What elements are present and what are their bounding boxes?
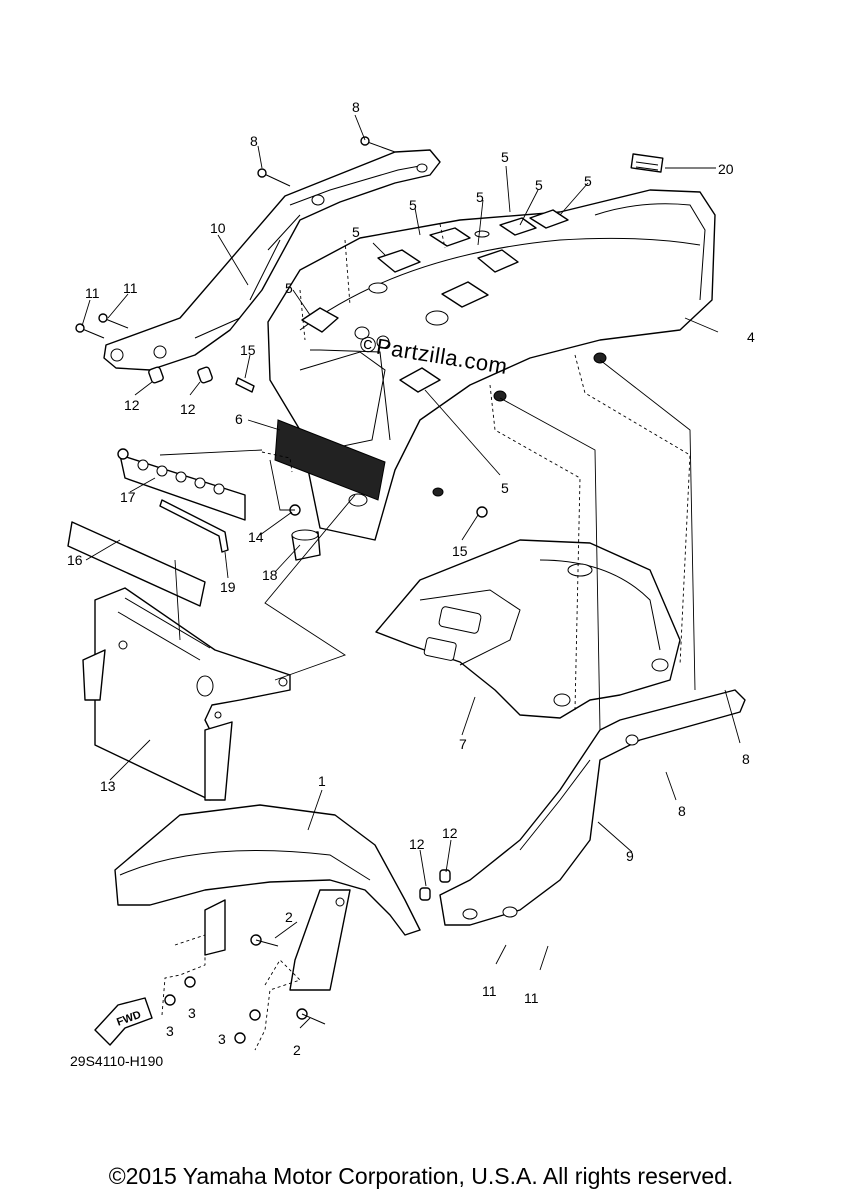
callout-9: 9 xyxy=(626,848,634,864)
front-fender-part-1 xyxy=(114,804,421,991)
callout-19: 19 xyxy=(220,579,236,595)
callout-8c: 8 xyxy=(742,751,750,767)
pads-part-5 xyxy=(301,209,569,393)
callout-4: 4 xyxy=(747,329,755,345)
callout-20: 20 xyxy=(718,161,734,177)
callout-7: 7 xyxy=(459,736,467,752)
callout-2a: 2 xyxy=(285,909,293,925)
callout-8d: 8 xyxy=(678,803,686,819)
callout-11d: 11 xyxy=(524,990,539,1006)
fittings-parts-14-15-18 xyxy=(235,377,488,561)
callout-1: 1 xyxy=(318,773,326,789)
callout-12d: 12 xyxy=(442,825,458,841)
grab-bar-part-10 xyxy=(103,149,441,384)
callout-13: 13 xyxy=(100,778,116,794)
assembly-guide-lines xyxy=(159,223,696,731)
callout-12c: 12 xyxy=(409,836,425,852)
callout-5d: 5 xyxy=(584,173,592,189)
callout-11c: 11 xyxy=(482,983,497,999)
callout-5a: 5 xyxy=(501,149,509,165)
bracket-part-17 xyxy=(117,448,246,521)
callout-8b: 8 xyxy=(250,133,258,149)
callout-16: 16 xyxy=(67,552,83,568)
callout-18: 18 xyxy=(262,567,278,583)
plate-bracket-part-13 xyxy=(82,587,291,801)
callout-5b: 5 xyxy=(476,189,484,205)
copyright-notice: ©2015 Yamaha Motor Corporation, U.S.A. A… xyxy=(108,1163,734,1189)
callout-numbers: 1 2 2 3 3 3 4 5 5 5 5 5 5 5 5 6 7 8 8 8 … xyxy=(67,99,755,1058)
callout-5e: 5 xyxy=(409,197,417,213)
callout-12a: 12 xyxy=(124,397,140,413)
strip-part-16 xyxy=(67,521,206,607)
callout-5g: 5 xyxy=(285,280,293,296)
callout-3b: 3 xyxy=(218,1031,226,1047)
callout-leaders xyxy=(81,114,741,1029)
callout-14: 14 xyxy=(248,529,264,545)
strap-part-19 xyxy=(159,499,229,553)
callout-6: 6 xyxy=(235,411,243,427)
callout-12b: 12 xyxy=(180,401,196,417)
callout-5c: 5 xyxy=(535,177,543,193)
side-stay-part-9 xyxy=(419,689,746,926)
front-fender-bolts xyxy=(161,934,326,1051)
callout-5h: 5 xyxy=(501,480,509,496)
label-part-20 xyxy=(630,153,664,173)
callout-8a: 8 xyxy=(352,99,360,115)
callout-2b: 2 xyxy=(293,1042,301,1058)
callout-15b: 15 xyxy=(452,543,468,559)
callout-10: 10 xyxy=(210,220,226,236)
callout-11a: 11 xyxy=(123,280,138,296)
callout-17: 17 xyxy=(120,489,136,505)
callout-11b: 11 xyxy=(85,285,100,301)
drawing-code: 29S4110-H190 xyxy=(70,1053,164,1069)
callout-15a: 15 xyxy=(240,342,256,358)
fwd-arrow-icon: FWD xyxy=(94,997,153,1046)
seat-part-4 xyxy=(267,189,716,541)
callout-3a: 3 xyxy=(188,1005,196,1021)
callout-3c: 3 xyxy=(166,1023,174,1039)
callout-5f: 5 xyxy=(352,224,360,240)
inner-fender-part-7 xyxy=(375,539,681,719)
strip-part-6 xyxy=(274,419,386,501)
